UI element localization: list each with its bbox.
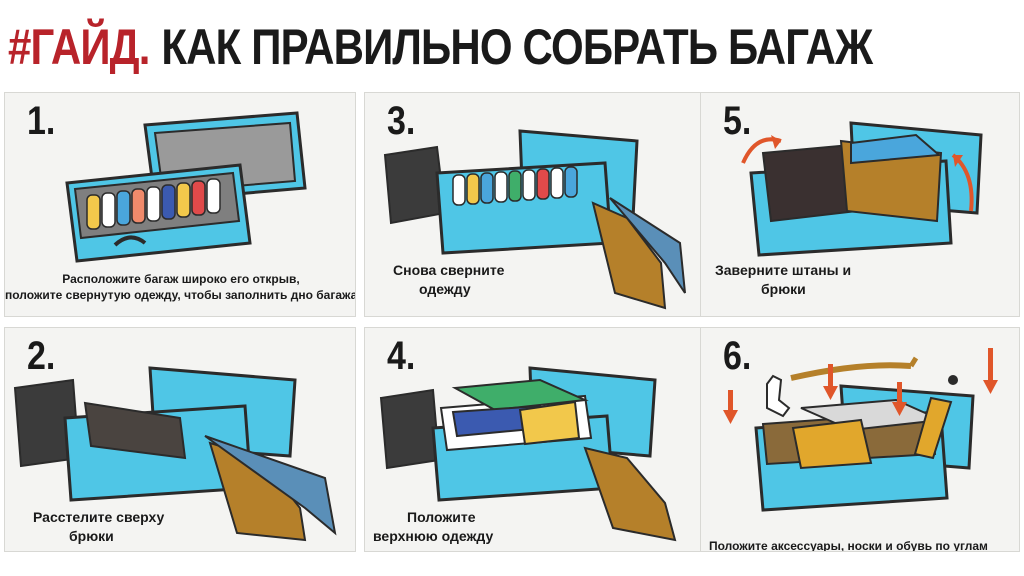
caption-line: Заверните штаны и [715, 262, 852, 278]
step-number: 4. [387, 334, 416, 378]
step-caption: Расстелите сверху брюки [33, 508, 164, 546]
step-panel-6: 6. Положите аксессуары, носки и обувь по… [700, 327, 1020, 552]
suitcase-open-rolled-clothes-illustration [65, 111, 307, 263]
caption-line: Снова сверните [393, 262, 505, 278]
step-caption: Заверните штаны и брюки [715, 261, 851, 299]
title-tag: #ГАЙД. [8, 19, 150, 75]
step-panel-5: 5. Заверните штаны и брюки [700, 92, 1020, 317]
caption-line: Расстелите сверху [33, 509, 165, 525]
step-caption: Положите верхнюю одежду [373, 508, 493, 546]
caption-line: Положите [407, 509, 476, 525]
step-number: 5. [723, 99, 752, 143]
step-panel-2: 2. Расстелите сверху брюки [4, 327, 356, 552]
caption-line: Расположите багаж широко его открыв, [62, 272, 300, 286]
step-panel-4: 4. Положите верхнюю одежду [364, 327, 716, 552]
step-number: 2. [27, 334, 56, 378]
step-panel-3: 3. Снова сверните одежду [364, 92, 716, 317]
suitcase-second-layer-illustration [383, 129, 686, 310]
caption-line: положите свернутую одежду, чтобы заполни… [5, 288, 356, 303]
caption-line: брюки [69, 527, 114, 544]
page-title: #ГАЙД. КАК ПРАВИЛЬНО СОБРАТЬ БАГАЖ [8, 12, 873, 82]
suitcase-outerwear-illustration [379, 366, 677, 542]
caption-line: верхнюю одежду [373, 527, 494, 544]
caption-line: Положите аксессуары, носки и обувь по уг… [709, 539, 988, 552]
step-number: 1. [27, 99, 56, 143]
caption-line: брюки [761, 280, 806, 297]
step-panel-1: 1. Расположите багаж широко его открыв, … [4, 92, 356, 317]
title-text: КАК ПРАВИЛЬНО СОБРАТЬ БАГАЖ [161, 19, 873, 75]
suitcase-wrap-pants-illustration [741, 121, 983, 257]
caption-line: одежду [419, 280, 471, 297]
step-caption: Положите аксессуары, носки и обувь по уг… [709, 538, 988, 552]
step-caption: Расположите багаж широко его открыв, пол… [5, 271, 356, 303]
step-number: 6. [723, 334, 752, 378]
suitcase-spread-pants-illustration [13, 366, 337, 542]
step-number: 3. [387, 99, 416, 143]
step-caption: Снова сверните одежду [393, 261, 504, 299]
suitcase-accessories-illustration [723, 348, 998, 512]
